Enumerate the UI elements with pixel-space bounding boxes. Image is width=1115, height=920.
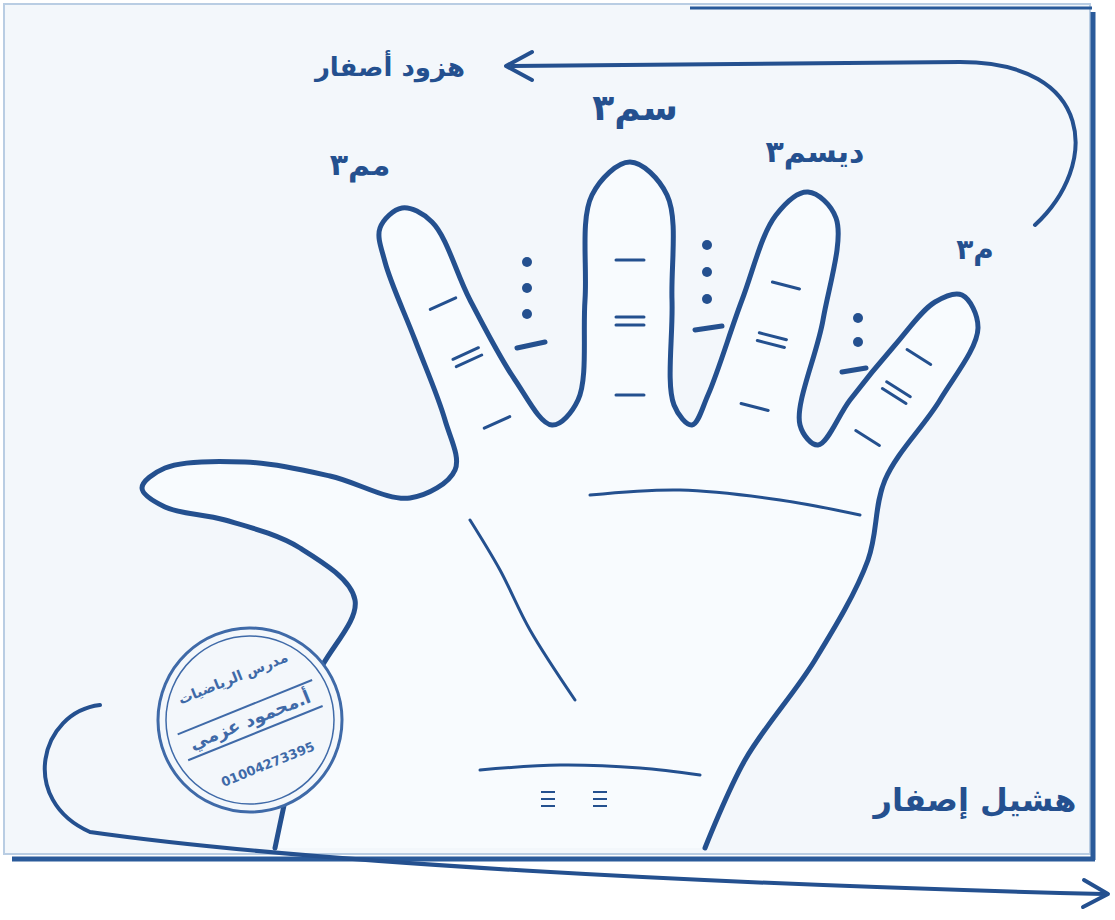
finger-joint — [616, 316, 644, 319]
zero-dot — [702, 240, 712, 250]
wrist-mark — [541, 798, 555, 800]
wrist-mark — [593, 798, 607, 800]
zero-dot — [522, 257, 532, 267]
finger-joint — [741, 404, 768, 411]
frame-edge — [690, 7, 1092, 10]
zero-dot — [853, 313, 863, 323]
zero-dash — [517, 342, 545, 348]
zero-dot — [522, 309, 532, 319]
frame-shadow — [1091, 12, 1096, 860]
finger-joint — [907, 350, 931, 365]
wrist-mark — [541, 791, 555, 793]
zero-dot — [522, 283, 532, 293]
zero-dot — [702, 267, 712, 277]
finger-joint — [757, 341, 784, 348]
finger-joint — [616, 259, 644, 262]
finger-joint — [772, 282, 799, 289]
palm-crease — [590, 490, 860, 515]
finger-joint — [484, 417, 509, 429]
zero-dot — [853, 337, 863, 347]
wrist-mark — [541, 805, 555, 807]
finger-joint — [430, 298, 455, 310]
zero-dash — [695, 326, 722, 330]
finger-joint — [856, 431, 880, 446]
finger-joint — [887, 382, 911, 397]
arrow-head — [506, 52, 532, 80]
stamp-ring — [141, 611, 360, 830]
zero-dash — [842, 368, 866, 372]
frame-shadow — [12, 857, 1095, 862]
arrow-head — [1083, 880, 1108, 907]
zero-dot — [702, 294, 712, 304]
finger-joint — [616, 394, 644, 397]
wrist-mark — [593, 805, 607, 807]
finger-joint — [616, 324, 644, 327]
arrow-label: هزود أصفار — [315, 52, 465, 83]
unit-label: مم٣ — [330, 147, 390, 183]
unit-label: م٣ — [956, 233, 994, 267]
palm-crease — [480, 765, 700, 775]
stamp-ring — [130, 600, 370, 840]
finger-joint — [759, 333, 786, 340]
arrow-label: هشيل إصفار — [874, 781, 1077, 819]
unit-label: سم٣ — [592, 86, 678, 129]
wrist-mark — [593, 791, 607, 793]
palm-crease — [470, 520, 575, 700]
frame-panel — [4, 4, 1090, 854]
finger-joint — [453, 348, 478, 360]
unit-label: ديسم٣ — [765, 134, 864, 170]
